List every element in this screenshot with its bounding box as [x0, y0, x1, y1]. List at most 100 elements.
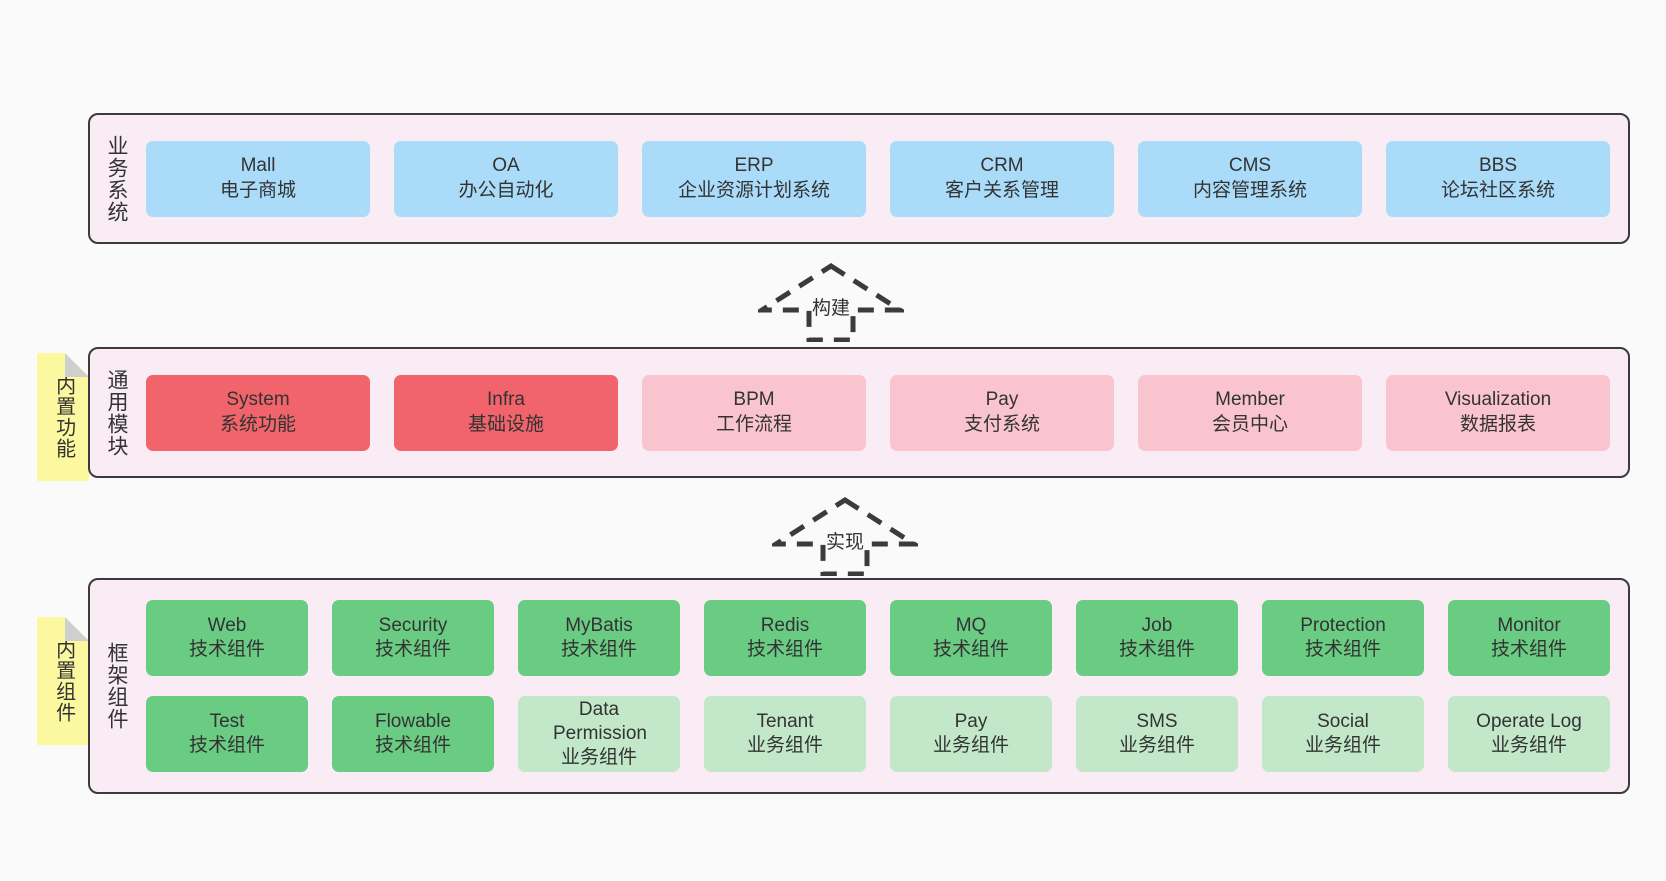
card-crm[interactable]: CRM 客户关系管理 — [890, 140, 1114, 217]
card-title-cn: 业务组件 — [1304, 735, 1381, 756]
card-title-cn: 业务组件 — [560, 747, 637, 769]
card-title-cn: 企业资源计划系统 — [677, 179, 830, 201]
card-title-en: Visualization — [1444, 389, 1552, 411]
card-flowable[interactable]: Flowable 技术组件 — [332, 696, 494, 772]
card-bbs[interactable]: BBS 论坛社区系统 — [1386, 140, 1610, 217]
card-title-en: Mall — [240, 155, 276, 177]
card-title-cn: 电子商城 — [219, 179, 296, 201]
card-title-cn: 技术组件 — [1490, 639, 1567, 660]
arrow-implement-label: 实现 — [825, 532, 865, 553]
layer-body-framework-component: Web 技术组件 Security 技术组件 MyBatis 技术组件 Redi… — [142, 580, 1628, 792]
card-title-cn: 技术组件 — [188, 639, 265, 660]
card-title-en: Job — [1141, 614, 1173, 636]
card-title-en: OA — [492, 155, 520, 177]
card-title-en: SMS — [1136, 710, 1178, 732]
card-infra[interactable]: Infra 基础设施 — [394, 374, 618, 451]
note-fold-corner-icon — [65, 353, 89, 377]
card-title-cn: 技术组件 — [374, 735, 451, 756]
card-mall[interactable]: Mall 电子商城 — [146, 140, 370, 217]
note-builtin-component: 内置组件 — [37, 617, 89, 745]
card-title-en: Data Permission — [553, 698, 647, 744]
card-title-cn: 技术组件 — [1304, 639, 1381, 660]
card-title-en: MQ — [955, 614, 987, 636]
card-member[interactable]: Member 会员中心 — [1138, 374, 1362, 451]
arrow-implement-shape — [772, 497, 918, 576]
card-title-cn: 系统功能 — [219, 413, 296, 435]
card-row: Test 技术组件 Flowable 技术组件 Data Permission … — [146, 696, 1610, 772]
card-title-en: Security — [378, 614, 448, 636]
card-title-cn: 办公自动化 — [458, 179, 554, 201]
layer-common-module: 通用模块 System 系统功能 Infra 基础设施 BPM 工作流程 Pay… — [88, 347, 1630, 478]
card-title-en: Monitor — [1497, 614, 1561, 636]
card-mq[interactable]: MQ 技术组件 — [890, 600, 1052, 676]
card-title-cn: 技术组件 — [932, 639, 1009, 660]
card-system[interactable]: System 系统功能 — [146, 374, 370, 451]
arrow-build: 构建 — [758, 262, 904, 342]
card-title-cn: 业务组件 — [1490, 735, 1567, 756]
card-title-cn: 技术组件 — [746, 639, 823, 660]
layer-framework-component: 框架组件 Web 技术组件 Security 技术组件 MyBatis 技术组件… — [88, 578, 1630, 794]
card-title-en: ERP — [734, 155, 774, 177]
card-row: System 系统功能 Infra 基础设施 BPM 工作流程 Pay 支付系统… — [146, 374, 1610, 451]
card-protection[interactable]: Protection 技术组件 — [1262, 600, 1424, 676]
layer-title-common-module: 通用模块 — [104, 368, 128, 457]
card-title-en: Infra — [486, 389, 526, 411]
card-web[interactable]: Web 技术组件 — [146, 600, 308, 676]
layer-title-framework-component: 框架组件 — [104, 642, 128, 730]
arrow-implement: 实现 — [772, 496, 918, 576]
card-title-en: CMS — [1228, 155, 1272, 177]
card-mybatis[interactable]: MyBatis 技术组件 — [518, 600, 680, 676]
card-title-en: Operate Log — [1476, 710, 1582, 732]
card-title-cn: 技术组件 — [374, 639, 451, 660]
card-title-cn: 业务组件 — [932, 735, 1009, 756]
card-bpm[interactable]: BPM 工作流程 — [642, 374, 866, 451]
card-pay[interactable]: Pay 支付系统 — [890, 374, 1114, 451]
card-title-en: Pay — [954, 710, 988, 732]
card-title-cn: 论坛社区系统 — [1440, 179, 1555, 201]
card-title-cn: 会员中心 — [1211, 413, 1288, 435]
card-title-cn: 客户关系管理 — [944, 179, 1059, 201]
layer-business-system: 业务系统 Mall 电子商城 OA 办公自动化 ERP 企业资源计划系统 CRM… — [88, 113, 1630, 244]
note-label: 内置组件 — [52, 639, 75, 723]
card-cms[interactable]: CMS 内容管理系统 — [1138, 140, 1362, 217]
card-social[interactable]: Social 业务组件 — [1262, 696, 1424, 772]
card-row: Web 技术组件 Security 技术组件 MyBatis 技术组件 Redi… — [146, 600, 1610, 676]
card-title-cn: 技术组件 — [188, 735, 265, 756]
card-redis[interactable]: Redis 技术组件 — [704, 600, 866, 676]
card-title-cn: 基础设施 — [467, 413, 544, 435]
card-title-en: CRM — [980, 155, 1024, 177]
card-title-en: Redis — [760, 614, 810, 636]
card-title-en: BBS — [1478, 155, 1518, 177]
note-builtin-function: 内置功能 — [37, 353, 89, 481]
card-title-en: System — [226, 389, 290, 411]
card-title-en: Social — [1317, 710, 1369, 732]
layer-title-business-system: 业务系统 — [104, 134, 128, 223]
card-title-en: Protection — [1300, 614, 1386, 636]
layer-body-common-module: System 系统功能 Infra 基础设施 BPM 工作流程 Pay 支付系统… — [142, 349, 1628, 476]
card-test[interactable]: Test 技术组件 — [146, 696, 308, 772]
card-job[interactable]: Job 技术组件 — [1076, 600, 1238, 676]
card-title-en: Tenant — [756, 710, 814, 732]
card-monitor[interactable]: Monitor 技术组件 — [1448, 600, 1610, 676]
card-operate-log[interactable]: Operate Log 业务组件 — [1448, 696, 1610, 772]
card-title-en: Pay — [985, 389, 1019, 411]
arrow-build-label: 构建 — [811, 298, 851, 319]
card-tenant[interactable]: Tenant 业务组件 — [704, 696, 866, 772]
card-sms[interactable]: SMS 业务组件 — [1076, 696, 1238, 772]
card-security[interactable]: Security 技术组件 — [332, 600, 494, 676]
card-pay-biz[interactable]: Pay 业务组件 — [890, 696, 1052, 772]
card-title-cn: 工作流程 — [715, 413, 792, 435]
card-title-en: Test — [209, 710, 245, 732]
layer-body-business-system: Mall 电子商城 OA 办公自动化 ERP 企业资源计划系统 CRM 客户关系… — [142, 115, 1628, 242]
card-oa[interactable]: OA 办公自动化 — [394, 140, 618, 217]
card-title-en: Web — [207, 614, 247, 636]
card-erp[interactable]: ERP 企业资源计划系统 — [642, 140, 866, 217]
card-title-en: MyBatis — [565, 614, 633, 636]
card-data-permission[interactable]: Data Permission 业务组件 — [518, 696, 680, 772]
card-title-cn: 技术组件 — [1118, 639, 1195, 660]
card-visualization[interactable]: Visualization 数据报表 — [1386, 374, 1610, 451]
card-title-cn: 数据报表 — [1459, 413, 1536, 435]
card-title-cn: 技术组件 — [560, 639, 637, 660]
card-title-en: BPM — [733, 389, 775, 411]
card-title-en: Flowable — [374, 710, 452, 732]
